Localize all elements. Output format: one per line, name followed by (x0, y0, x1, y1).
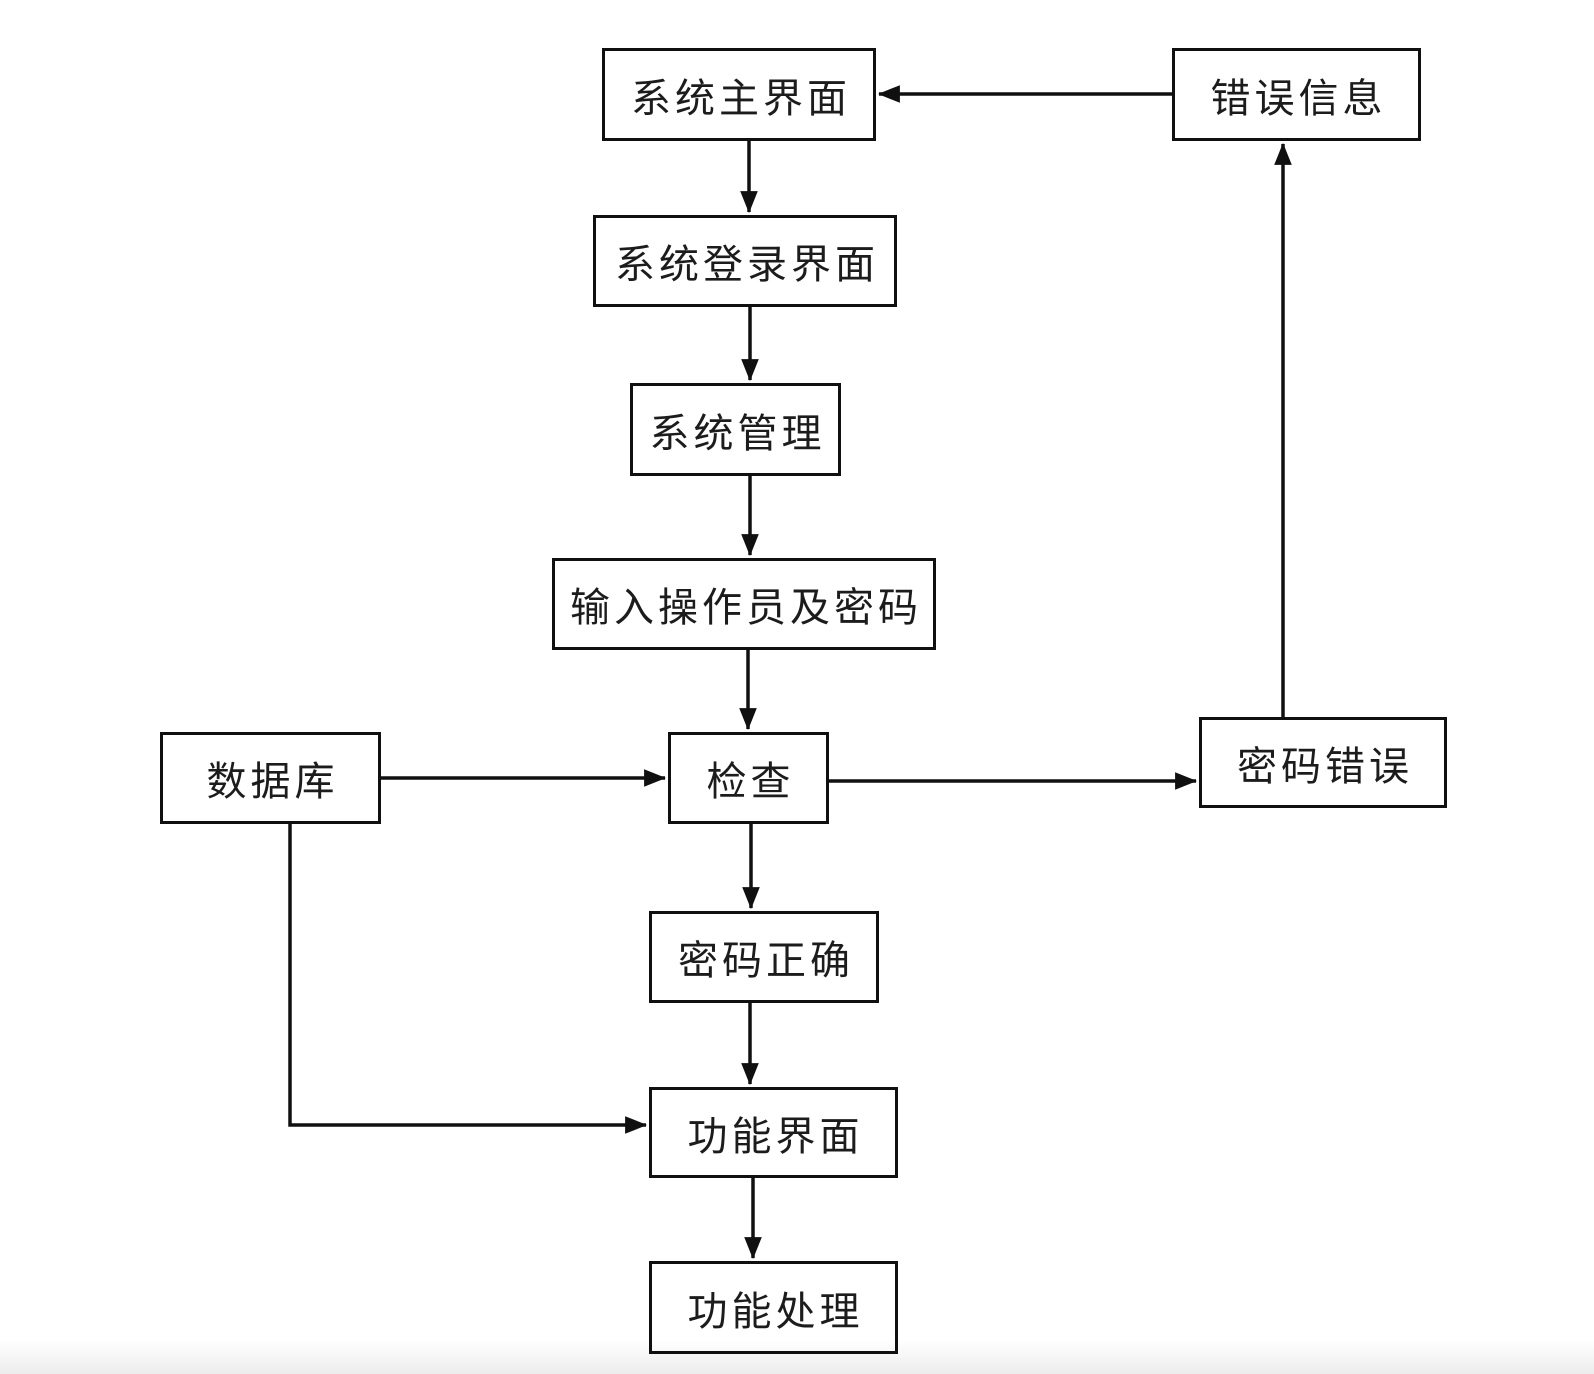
node-system-login-interface: 系统登录界面 (593, 215, 897, 307)
edge-database-to-function-ui (288, 824, 648, 1134)
node-system-management: 系统管理 (630, 383, 841, 476)
node-error-info: 错误信息 (1172, 48, 1421, 141)
node-check: 检查 (668, 732, 829, 824)
node-password-correct: 密码正确 (649, 911, 879, 1003)
node-function-processing: 功能处理 (649, 1261, 898, 1354)
node-function-interface: 功能界面 (649, 1087, 898, 1178)
node-password-error: 密码错误 (1199, 717, 1447, 808)
node-input-operator-password: 输入操作员及密码 (552, 558, 936, 650)
node-system-main-interface: 系统主界面 (602, 48, 876, 141)
node-database: 数据库 (160, 732, 381, 824)
